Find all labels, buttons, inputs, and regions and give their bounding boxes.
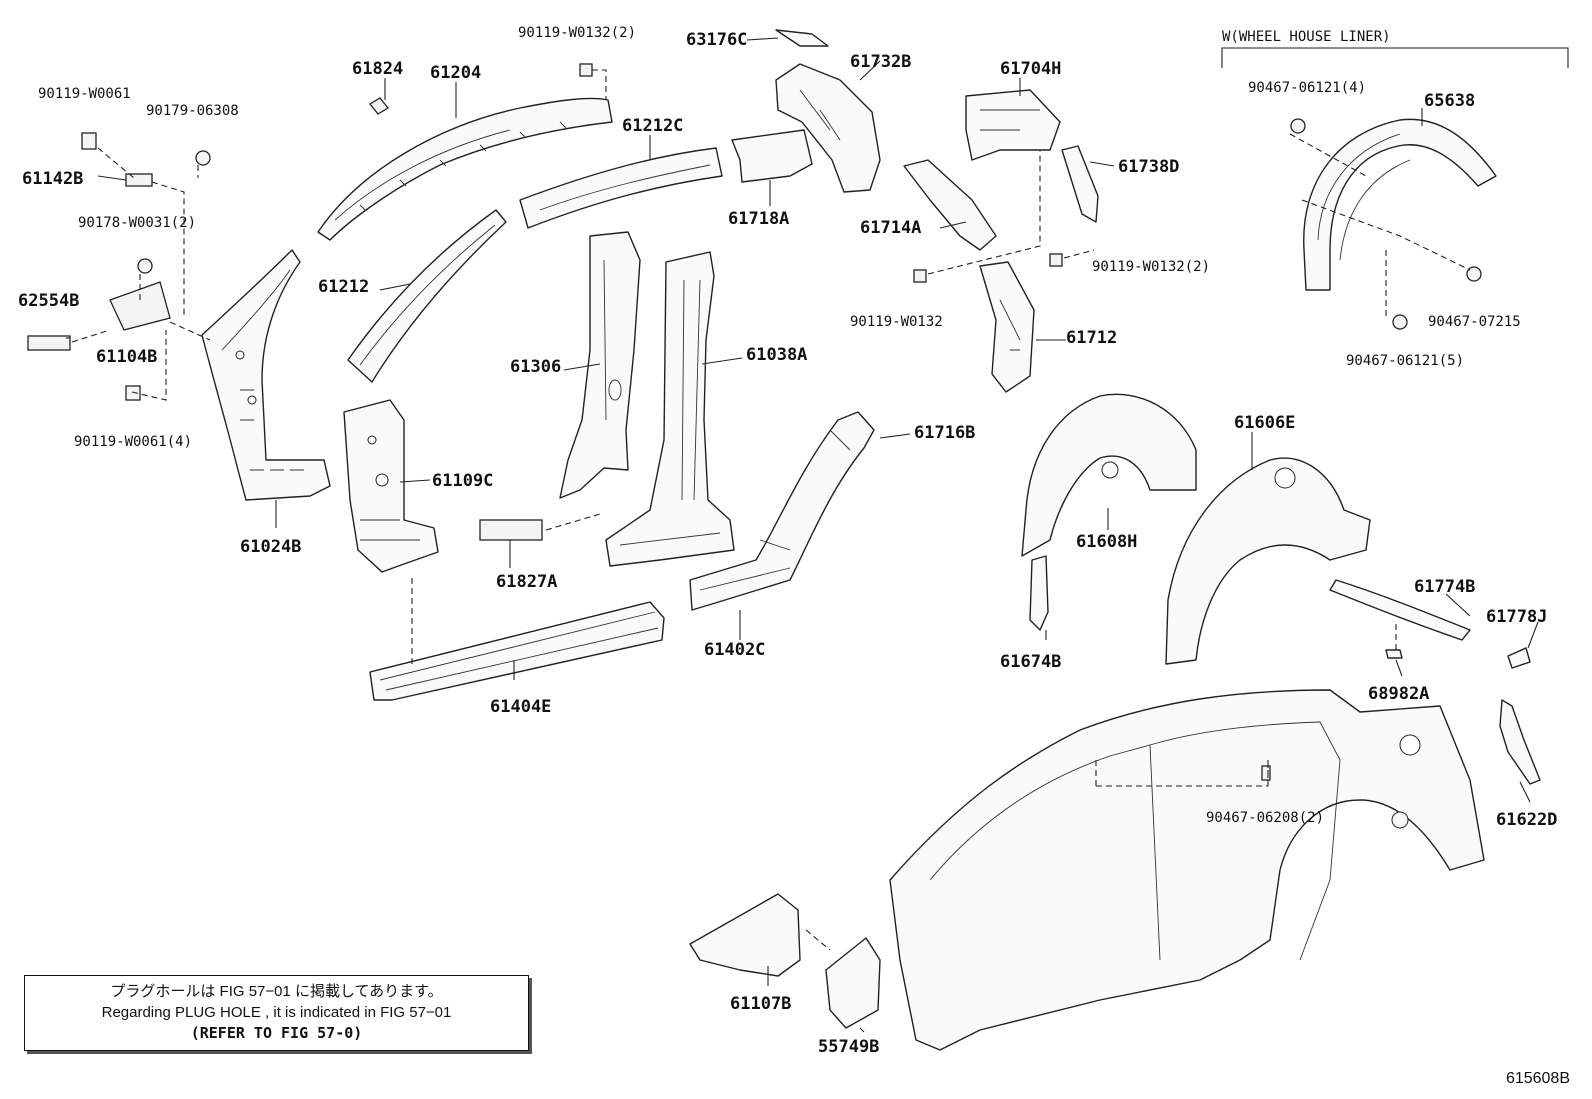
- part-icon-61827A: [479, 519, 543, 541]
- part-68982A: [1385, 649, 1403, 659]
- label-90119-W0061: 90119-W0061: [38, 86, 131, 102]
- label-90467-06121-4: 90467-06121(4): [1248, 80, 1366, 96]
- dashed-assembly-lines: [71, 69, 1471, 951]
- clip-icon-90467-06208: [1261, 765, 1271, 781]
- clip-icon-90467-07215: [1466, 266, 1482, 282]
- part-61109C-pillar-lower: [343, 399, 439, 573]
- label-61824: 61824: [352, 59, 403, 79]
- label-61109C: 61109C: [432, 471, 493, 491]
- label-90119-W0132-2-top: 90119-W0132(2): [518, 25, 636, 41]
- part-icon-61104B: [109, 281, 171, 331]
- part-61608H-wheelhouse-inner: [1021, 393, 1197, 557]
- label-61712: 61712: [1066, 328, 1117, 348]
- note-line-japanese: プラグホールは FIG 57−01 に掲載してあります。: [110, 983, 443, 1000]
- part-61774B: [1329, 579, 1471, 641]
- label-61674B: 61674B: [1000, 652, 1061, 672]
- label-90467-06208-2: 90467-06208(2): [1206, 810, 1324, 826]
- label-61774B: 61774B: [1414, 577, 1475, 597]
- bolt-icon-90119-W0132-top: [579, 63, 593, 77]
- label-90467-07215: 90467-07215: [1428, 314, 1521, 330]
- label-61827A: 61827A: [496, 572, 557, 592]
- bolt-icon-90119-W0061-4: [125, 385, 141, 401]
- label-61212: 61212: [318, 277, 369, 297]
- label-90467-06121-5: 90467-06121(5): [1346, 353, 1464, 369]
- label-68982A: 68982A: [1368, 684, 1429, 704]
- plug-hole-note: プラグホールは FIG 57−01 に掲載してあります。 Regarding P…: [24, 975, 529, 1051]
- part-61212-front-pillar: [347, 209, 507, 383]
- part-61212C-roof-side-inner: [519, 147, 723, 229]
- label-61718A: 61718A: [728, 209, 789, 229]
- label-65638: 65638: [1424, 91, 1475, 111]
- note-line-english: Regarding PLUG HOLE , it is indicated in…: [101, 1004, 452, 1021]
- label-61778J: 61778J: [1486, 607, 1547, 627]
- label-55749B: 55749B: [818, 1037, 879, 1057]
- figure-id: 615608B: [1505, 1070, 1570, 1087]
- part-61712: [979, 261, 1035, 393]
- label-90179-06308: 90179-06308: [146, 103, 239, 119]
- label-61714A: 61714A: [860, 218, 921, 238]
- part-61404E-rocker: [369, 601, 665, 701]
- part-61778J: [1507, 647, 1531, 669]
- part-61038A-center-pillar-outer: [605, 251, 735, 567]
- bolt-icon-90119-W0132-mid: [1049, 253, 1063, 267]
- label-wheel-house-liner: W(WHEEL HOUSE LINER): [1222, 29, 1391, 45]
- bolt-icon-90119-W0132: [913, 269, 927, 283]
- label-61142B: 61142B: [22, 169, 83, 189]
- label-90119-W0132-2-mid: 90119-W0132(2): [1092, 259, 1210, 275]
- wheel-house-liner-bracket: [1221, 47, 1569, 68]
- label-61024B: 61024B: [240, 537, 301, 557]
- label-61608H: 61608H: [1076, 532, 1137, 552]
- part-61622D: [1499, 699, 1541, 785]
- bolt-icon-90119-W0061: [81, 132, 97, 150]
- part-61606E-wheelhouse-outer: [1165, 457, 1371, 665]
- label-61212C: 61212C: [622, 116, 683, 136]
- label-61622D: 61622D: [1496, 810, 1557, 830]
- clip-icon-90179-06308: [195, 150, 211, 166]
- label-61606E: 61606E: [1234, 413, 1295, 433]
- part-61716B-61402C-quarter-lower: [689, 411, 875, 611]
- label-61038A: 61038A: [746, 345, 807, 365]
- label-61732B: 61732B: [850, 52, 911, 72]
- part-61306-center-pillar-inner: [559, 231, 641, 499]
- part-61107B: [689, 893, 801, 977]
- label-61738D: 61738D: [1118, 157, 1179, 177]
- part-61738D: [1061, 145, 1099, 223]
- part-65638-wheel-liner: [1303, 118, 1497, 291]
- label-61704H: 61704H: [1000, 59, 1061, 79]
- part-61024B-front-pillar-outer: [201, 249, 331, 501]
- part-61718A: [731, 129, 813, 183]
- label-90178-W0031-2: 90178-W0031(2): [78, 215, 196, 231]
- label-63176C: 63176C: [686, 30, 747, 50]
- part-icon-61142B: [125, 173, 153, 187]
- leader-lines: [66, 37, 1539, 1033]
- label-90119-W0061-4: 90119-W0061(4): [74, 434, 192, 450]
- label-61404E: 61404E: [490, 697, 551, 717]
- label-61306: 61306: [510, 357, 561, 377]
- part-icon-61824: [369, 97, 389, 115]
- part-icon-62554B: [27, 335, 71, 351]
- label-61107B: 61107B: [730, 994, 791, 1014]
- nut-icon-90178-W0031: [137, 258, 153, 274]
- part-61714A: [903, 159, 997, 251]
- part-body-side-outer: [889, 689, 1485, 1051]
- label-61104B: 61104B: [96, 347, 157, 367]
- label-61402C: 61402C: [704, 640, 765, 660]
- part-61732B: [775, 63, 881, 193]
- note-line-refer: (REFER TO FIG 57-0): [190, 1024, 363, 1042]
- label-61716B: 61716B: [914, 423, 975, 443]
- part-61674B: [1029, 555, 1049, 631]
- clip-icon-90467-06121-4: [1290, 118, 1306, 134]
- label-90119-W0132: 90119-W0132: [850, 314, 943, 330]
- part-55749B: [825, 937, 881, 1029]
- label-61204: 61204: [430, 63, 481, 83]
- label-62554B: 62554B: [18, 291, 79, 311]
- part-61704H: [965, 89, 1061, 161]
- clip-icon-90467-06121-5: [1392, 314, 1408, 330]
- part-63176C: [775, 29, 829, 47]
- part-61204-roof-side-outer: [317, 97, 613, 241]
